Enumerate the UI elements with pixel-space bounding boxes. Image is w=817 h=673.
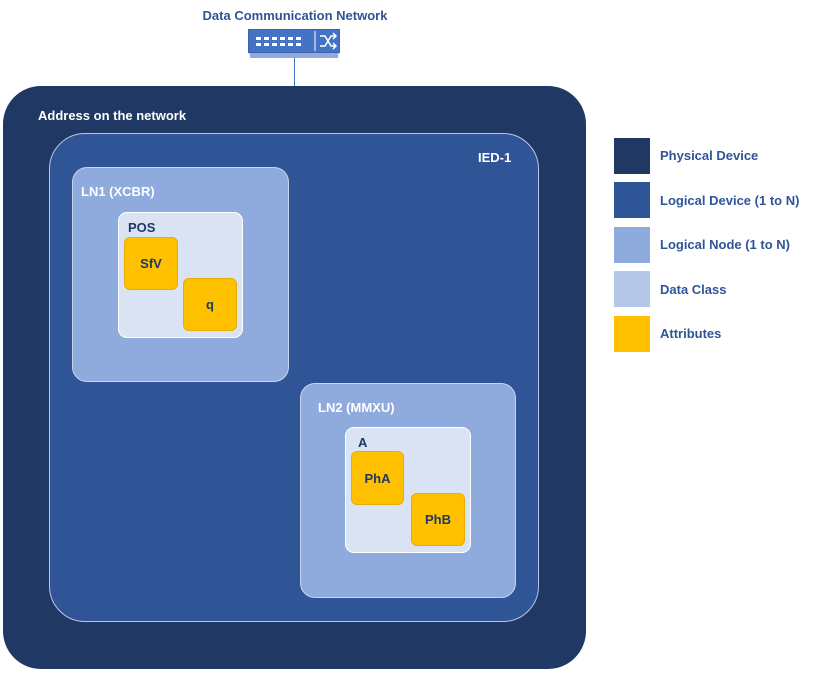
legend-label: Data Class bbox=[660, 282, 727, 297]
legend-swatch-logical-node bbox=[614, 227, 650, 263]
legend-label: Physical Device bbox=[660, 148, 759, 163]
attribute-box: PhB bbox=[411, 493, 465, 546]
attribute-box: q bbox=[183, 278, 237, 331]
network-connector-line bbox=[294, 58, 295, 87]
network-switch-icon bbox=[248, 29, 340, 58]
physical-device-label: Address on the network bbox=[38, 108, 187, 123]
legend-label: Attributes bbox=[660, 326, 722, 341]
network-title: Data Communication Network bbox=[202, 8, 388, 23]
legend-swatch-attributes bbox=[614, 316, 650, 352]
legend-label: Logical Device (1 to N) bbox=[660, 193, 800, 208]
legend-swatch-data-class bbox=[614, 271, 650, 307]
attribute-box: SfV bbox=[124, 237, 178, 290]
data-class-label: POS bbox=[128, 220, 156, 235]
data-class-label: A bbox=[358, 435, 368, 450]
logical-node-label: LN1 (XCBR) bbox=[81, 184, 155, 199]
legend-swatch-logical-device bbox=[614, 182, 650, 218]
attribute-box: PhA bbox=[351, 451, 404, 505]
legend-label: Logical Node (1 to N) bbox=[660, 237, 790, 252]
logical-node-label: LN2 (MMXU) bbox=[318, 400, 395, 415]
logical-device-label: IED-1 bbox=[478, 150, 512, 165]
legend-swatch-physical-device bbox=[614, 138, 650, 174]
